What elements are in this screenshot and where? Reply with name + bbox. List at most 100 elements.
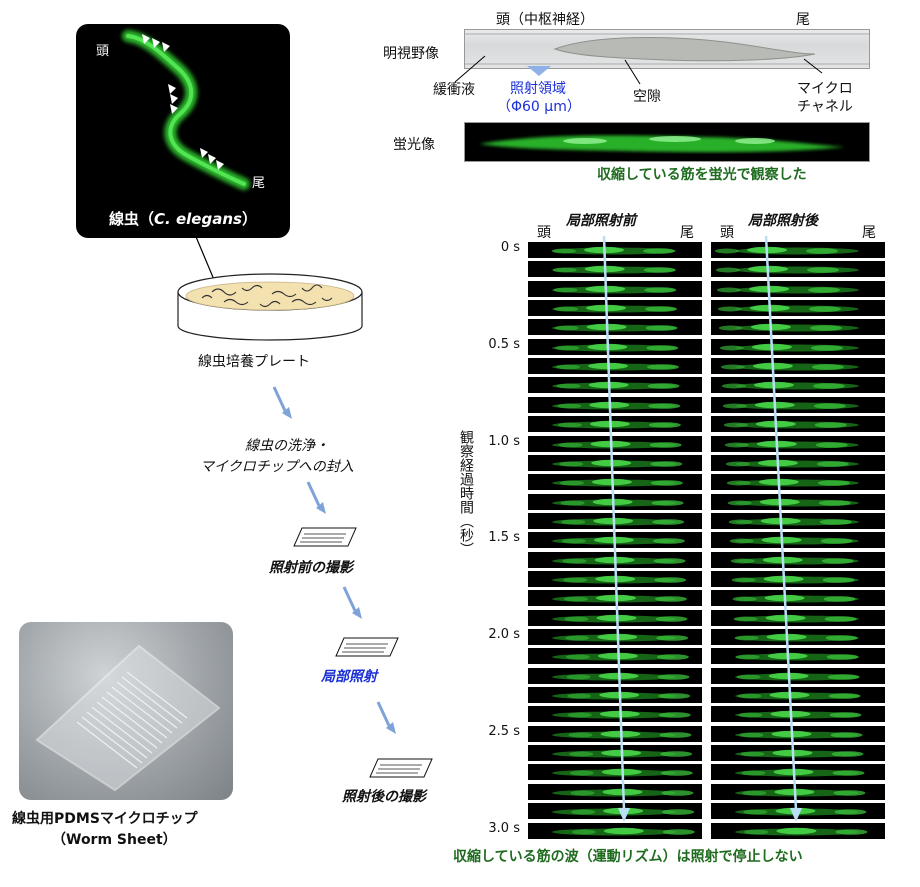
step-enclose: マイクロチップへの封入 [200, 459, 354, 475]
caption-species: C. elegans [154, 210, 242, 228]
kymo-frame [711, 493, 885, 510]
kymo-frame [711, 764, 885, 781]
kymo-frame [528, 648, 702, 665]
caption-prefix: 線虫（ [109, 210, 155, 228]
down-arrow-3 [342, 586, 362, 619]
bright-field-label: 明視野像 [383, 46, 439, 62]
kymo-frame [528, 764, 702, 781]
kymo-frame [528, 629, 702, 645]
step-before-imaging: 照射前の撮影 [269, 560, 353, 576]
chip-label-1: 線虫用PDMSマイクロチップ [12, 811, 198, 827]
kymo-frame [711, 667, 885, 684]
worm-tail-label: 尾 [252, 176, 266, 191]
kymo-frame [528, 667, 702, 684]
kymo-frame [711, 745, 885, 762]
kymo-frame [528, 280, 702, 297]
microchannel-label-1: マイクロ [797, 81, 853, 97]
pdms-chip-photo [19, 622, 233, 800]
kymo-frame [528, 745, 702, 762]
kymo-frame [711, 319, 885, 336]
kymo-frame [711, 300, 885, 317]
worm-shape [122, 30, 250, 190]
chip-icon-after [369, 758, 433, 778]
step-irradiation: 局部照射 [321, 669, 377, 685]
kymograph-caption: 収縮している筋の波（運動リズム）は照射で停止しない [453, 849, 803, 865]
culture-plate-icon [177, 273, 363, 341]
kymograph-after [711, 242, 885, 840]
fluor-worm-shape [479, 135, 845, 153]
kymo-frame [528, 725, 702, 742]
kymo-frame [711, 474, 885, 491]
kymo-frame [528, 590, 702, 607]
kymo-frame [711, 648, 885, 665]
bright-worm-shape [465, 33, 869, 65]
kymo-frame [711, 532, 885, 549]
kymo-frame [528, 377, 702, 394]
kymo-frame [528, 261, 702, 278]
chip-label-2: （Worm Sheet） [52, 832, 177, 848]
kymo-frame [711, 609, 885, 626]
kymo-frame [711, 416, 885, 433]
kymo-frame [711, 725, 885, 742]
fluorescence-label: 蛍光像 [393, 137, 435, 153]
time-label: 0 s [500, 240, 520, 255]
worm-photo-caption: 線虫（C. elegans） [76, 208, 290, 229]
kymo-frame [711, 396, 885, 413]
time-label: 1.0 s [488, 433, 520, 449]
tail-label: 尾 [796, 12, 810, 28]
step-after-imaging: 照射後の撮影 [342, 789, 426, 805]
kymo-frame [711, 280, 885, 297]
kymo-frame [711, 338, 885, 355]
kymo-frame [711, 822, 885, 839]
after-head-label: 頭 [720, 225, 734, 241]
plate-label: 線虫培養プレート [198, 354, 310, 370]
time-label: 1.5 s [488, 530, 520, 546]
step-wash: 線虫の洗浄・ [245, 438, 329, 454]
worm-fluorescence-photo [76, 24, 290, 238]
before-tail-label: 尾 [680, 225, 694, 241]
fluorescence-caption: 収縮している筋を蛍光で観察した [597, 167, 807, 183]
irradiation-diameter-label: （Φ60 μm） [497, 99, 581, 115]
chip-shape [35, 644, 221, 792]
wave-arrows [602, 235, 802, 822]
microchannel-label-2: チャネル [797, 99, 853, 115]
time-label: 0.5 s [488, 336, 520, 352]
down-arrow-2 [306, 481, 326, 514]
time-axis-label: 観察経過時間（秒） [458, 430, 474, 556]
kymo-frame [711, 435, 885, 452]
kymo-frame [711, 358, 885, 375]
kymo-frame [711, 783, 885, 800]
kymo-frame [528, 783, 702, 800]
before-title: 局部照射前 [566, 213, 636, 229]
fluorescence-image [464, 122, 870, 162]
annotation-line-channel [803, 58, 823, 74]
gap-label: 空隙 [633, 89, 661, 105]
worm-head-label: 頭 [96, 44, 110, 59]
kymo-frame [528, 358, 702, 375]
kymo-frame [528, 803, 702, 820]
kymo-frame [711, 377, 885, 394]
down-arrow-4 [376, 701, 396, 734]
kymo-frame [528, 416, 702, 433]
down-arrow-1 [272, 386, 292, 419]
kymo-frame [711, 629, 885, 645]
irradiation-area-label: 照射領域 [510, 81, 566, 97]
kymo-frame [528, 319, 702, 336]
time-label: 3.0 s [488, 820, 520, 836]
bright-field-image [464, 29, 870, 69]
chip-icon-irradiate [335, 637, 399, 657]
caption-suffix: ） [241, 210, 257, 228]
annotation-lines [454, 55, 641, 85]
time-label: 2.0 s [488, 627, 520, 642]
before-head-label: 頭 [537, 225, 551, 241]
kymo-frame [528, 687, 702, 704]
kymo-frame [711, 454, 885, 471]
kymo-frame [528, 454, 702, 471]
after-title: 局部照射後 [748, 213, 818, 229]
kymograph-before [528, 242, 702, 840]
after-tail-label: 尾 [862, 225, 876, 241]
kymo-frame [528, 822, 702, 839]
kymo-frame [711, 687, 885, 704]
kymo-frame [711, 570, 885, 587]
kymo-frame [711, 261, 885, 278]
